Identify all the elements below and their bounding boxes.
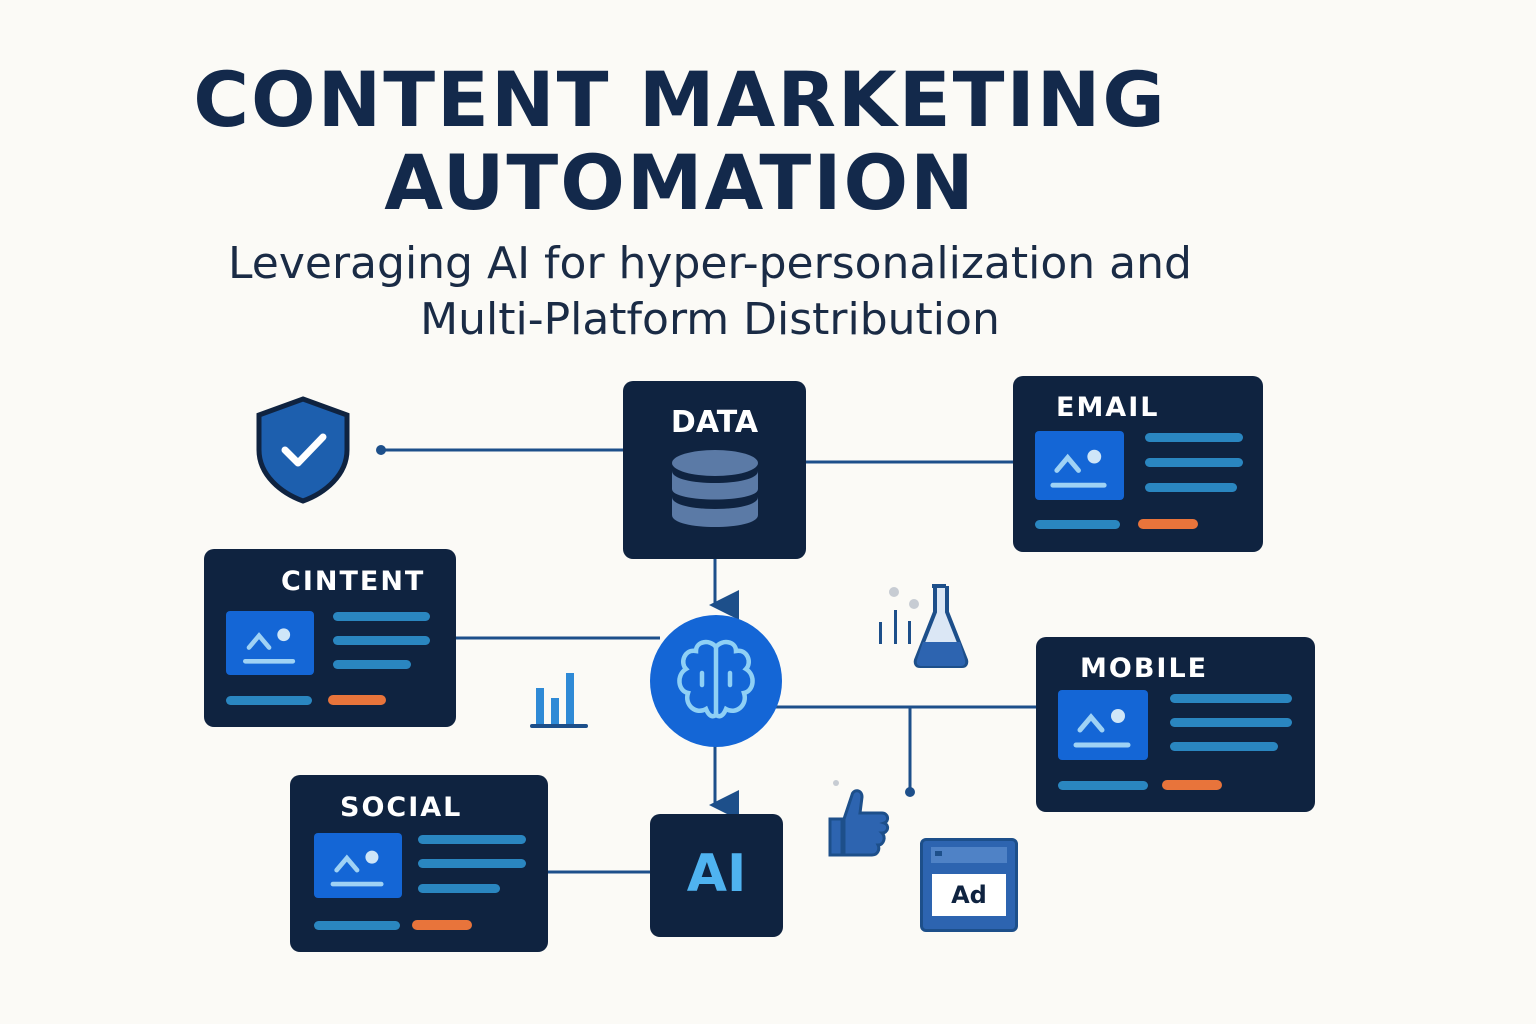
mobile-label: MOBILE bbox=[1080, 653, 1209, 684]
image-icon bbox=[1058, 690, 1148, 760]
ai-label: AI bbox=[686, 844, 747, 904]
ai-node[interactable]: AI bbox=[650, 814, 783, 937]
image-icon bbox=[1035, 431, 1124, 500]
ai-brain-node[interactable] bbox=[650, 615, 782, 747]
subtitle-line-2: Multi-Platform Distribution bbox=[420, 294, 1000, 345]
bar-chart-icon bbox=[530, 673, 588, 728]
database-icon bbox=[672, 450, 758, 527]
flask-icon bbox=[879, 584, 969, 668]
image-icon bbox=[226, 611, 314, 675]
image-icon bbox=[314, 833, 402, 898]
thumbs-up-icon bbox=[828, 780, 890, 857]
email-node[interactable]: EMAIL bbox=[1013, 376, 1263, 552]
title-line-2: AUTOMATION bbox=[384, 138, 976, 227]
ad-window-icon: Ad bbox=[920, 838, 1018, 932]
brain-icon bbox=[677, 639, 755, 719]
email-label: EMAIL bbox=[1056, 392, 1160, 423]
title-line-1: CONTENT MARKETING bbox=[193, 55, 1167, 144]
data-node[interactable]: DATA bbox=[623, 381, 806, 559]
mobile-node[interactable]: MOBILE bbox=[1036, 637, 1315, 812]
content-node[interactable]: CINTENT bbox=[204, 549, 456, 727]
ad-label: Ad bbox=[932, 874, 1006, 916]
social-node[interactable]: SOCIAL bbox=[290, 775, 548, 952]
content-label: CINTENT bbox=[281, 566, 426, 597]
shield-check-icon bbox=[256, 396, 350, 504]
social-label: SOCIAL bbox=[340, 792, 463, 823]
subtitle-line-1: Leveraging AI for hyper-personalization … bbox=[228, 238, 1192, 289]
data-label: DATA bbox=[670, 405, 759, 440]
